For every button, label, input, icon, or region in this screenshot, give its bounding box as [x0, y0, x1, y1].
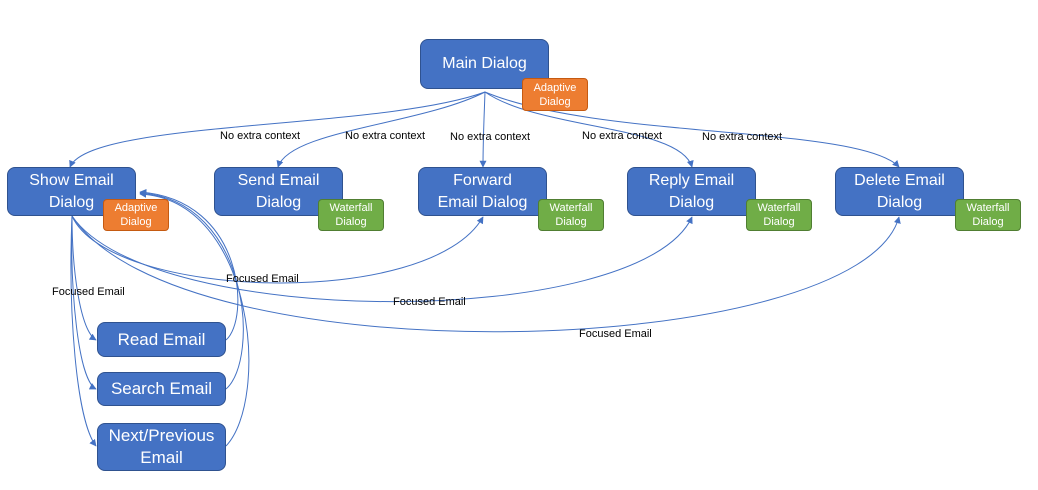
show-email-dialog-label: Show Email Dialog	[29, 171, 114, 211]
send-email-badge-label: Waterfall Dialog	[329, 202, 373, 228]
edge-main-to-send	[276, 91, 486, 168]
edge-show-to-nextprev	[70, 215, 97, 447]
delete-email-dialog-node: Delete Email Dialog	[835, 167, 964, 216]
main-dialog-adaptive-badge: Adaptive Dialog	[522, 78, 588, 111]
send-email-dialog-node: Send Email Dialog	[214, 167, 343, 216]
send-email-dialog-label: Send Email Dialog	[237, 171, 320, 211]
delete-email-waterfall-badge: Waterfall Dialog	[955, 199, 1021, 231]
edge-nextprev-to-show	[139, 190, 250, 447]
delete-email-dialog-label: Delete Email Dialog	[854, 171, 945, 211]
reply-email-dialog-node: Reply Email Dialog	[627, 167, 756, 216]
edge-label-show-to-forward: Focused Email	[226, 273, 299, 285]
reply-email-badge-label: Waterfall Dialog	[757, 202, 801, 228]
search-email-node: Search Email	[97, 372, 226, 406]
edge-label-show-to-children: Focused Email	[52, 286, 125, 298]
main-dialog-badge-label: Adaptive Dialog	[533, 81, 577, 108]
edge-read-to-show	[139, 188, 239, 341]
edge-label-main-to-reply: No extra context	[582, 130, 663, 142]
edge-show-to-delete	[71, 215, 901, 333]
reply-email-waterfall-badge: Waterfall Dialog	[746, 199, 812, 231]
forward-email-badge-label: Waterfall Dialog	[549, 202, 593, 228]
edge-show-to-reply	[71, 215, 693, 303]
edge-show-to-read	[71, 215, 97, 341]
edge-label-show-to-reply: Focused Email	[393, 296, 466, 308]
send-email-waterfall-badge: Waterfall Dialog	[318, 199, 384, 231]
edge-label-main-to-forward: No extra context	[450, 131, 531, 143]
main-dialog-label: Main Dialog	[442, 55, 527, 72]
show-email-badge-label: Adaptive Dialog	[114, 202, 158, 228]
edge-main-to-show	[69, 91, 486, 168]
next-previous-email-label: Next/Previous Email	[108, 426, 215, 467]
edge-label-show-to-delete: Focused Email	[579, 328, 652, 340]
delete-email-badge-label: Waterfall Dialog	[966, 202, 1010, 228]
edge-main-to-reply	[484, 91, 694, 168]
forward-email-waterfall-badge: Waterfall Dialog	[538, 199, 604, 231]
edge-label-main-to-show: No extra context	[220, 130, 301, 142]
read-email-label: Read Email	[117, 329, 206, 349]
next-previous-email-node: Next/Previous Email	[97, 423, 226, 471]
forward-email-dialog-label: Forward Email Dialog	[437, 171, 528, 211]
edge-show-to-forward	[71, 215, 484, 284]
edge-label-main-to-send: No extra context	[345, 130, 426, 142]
search-email-label: Search Email	[110, 379, 213, 398]
read-email-node: Read Email	[97, 322, 226, 357]
edge-show-to-search	[71, 215, 97, 390]
edge-main-to-forward	[479, 91, 487, 168]
forward-email-dialog-node: Forward Email Dialog	[418, 167, 547, 216]
show-email-adaptive-badge: Adaptive Dialog	[103, 199, 169, 231]
reply-email-dialog-label: Reply Email Dialog	[648, 171, 735, 211]
edge-label-main-to-delete: No extra context	[702, 131, 783, 143]
